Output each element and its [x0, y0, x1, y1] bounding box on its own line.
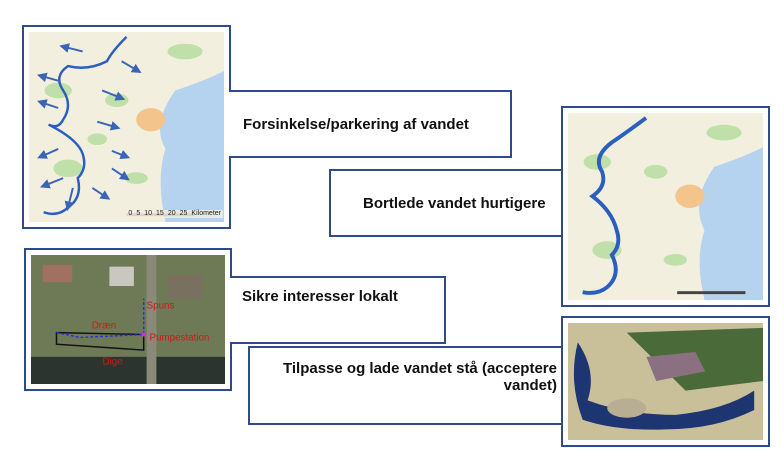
label-dige: Dige: [103, 357, 123, 368]
panel-label-drain-faster: Bortlede vandet hurtigere: [329, 169, 564, 237]
panel-text: Bortlede vandet hurtigere: [363, 194, 546, 212]
map-delay-water: 0 5 10 15 20 25 Kilometer: [22, 25, 231, 229]
scale-tick: 20: [167, 210, 176, 217]
scale-tick: 10: [144, 210, 153, 217]
scale-labels: 0 5 10 15 20 25 Kilometer: [126, 210, 223, 218]
map-drain-faster: [561, 106, 770, 307]
scale-tick: 15: [156, 210, 164, 217]
label-draen: Dræn: [92, 321, 116, 332]
label-spuns: Spuns: [147, 300, 175, 311]
aerial-photo-local-protection: Spuns Dræn Pumpestation Dige: [24, 248, 232, 391]
panel-label-delay: Forsinkelse/parkering af vandet: [229, 90, 512, 158]
scale-tick: 25: [179, 210, 188, 217]
scale-tick: 0: [128, 210, 133, 217]
aerial-photo-flooded-area: [561, 316, 770, 447]
panel-text: Tilpasse og lade vandet stå (acceptere v…: [282, 360, 557, 394]
panel-label-local: Sikre interesser lokalt: [230, 276, 446, 344]
panel-label-accept: Tilpasse og lade vandet stå (acceptere v…: [248, 346, 563, 425]
panel-text: Sikre interesser lokalt: [242, 288, 398, 305]
scale-unit: Kilometer: [191, 210, 221, 217]
label-pumpestation: Pumpestation: [150, 332, 210, 343]
scale-tick: 5: [136, 210, 141, 217]
panel-text: Forsinkelse/parkering af vandet: [243, 115, 469, 133]
